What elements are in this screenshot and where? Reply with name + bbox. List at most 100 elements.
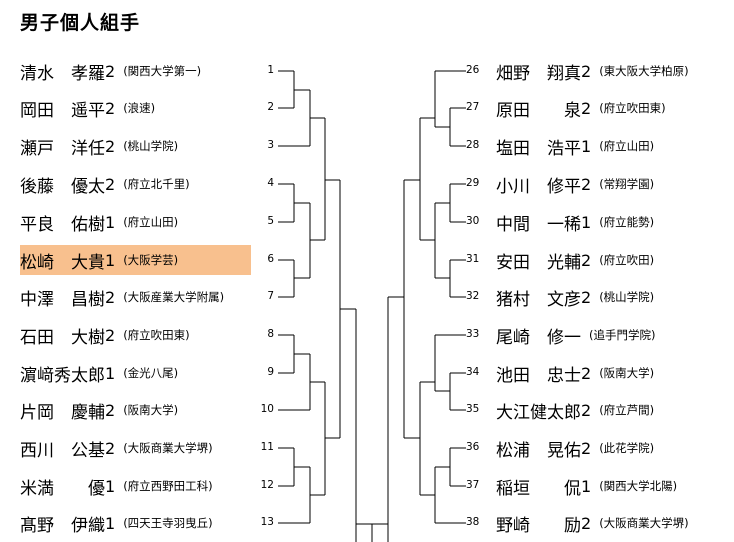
competitor-name: 池田 忠士 (496, 365, 581, 386)
seed-number: 33 (466, 328, 480, 340)
competitor-name: 後藤 優太 (20, 176, 105, 197)
competitor-name: 濵﨑秀太郎 (20, 365, 105, 386)
grade: 2 (581, 287, 592, 307)
competitor-name: 尾崎 修一 (496, 327, 581, 348)
seed-number: 4 (267, 177, 274, 189)
school-name: (府立西野田工科) (123, 479, 213, 493)
competitor-name: 西川 公基 (20, 440, 105, 461)
competitor-name: 松崎 大貴 (20, 252, 105, 273)
right-entry: 尾崎 修一 (追手門学院) (496, 320, 655, 350)
competitor-name: 平良 佑樹 (20, 214, 105, 235)
school-name: (府立吹田東) (599, 101, 666, 115)
grade: 2 (105, 136, 116, 156)
school-name: (桃山学院) (123, 139, 179, 153)
seed-number: 35 (466, 403, 480, 415)
competitor-name: 米満 優 (20, 478, 105, 499)
grade: 1 (581, 212, 592, 232)
seed-number: 37 (466, 479, 480, 491)
competitor-name: 猪村 文彦 (496, 289, 581, 310)
seed-number: 7 (267, 290, 274, 302)
competitor-name: 大江健太郎 (496, 402, 581, 423)
grade: 2 (581, 513, 592, 533)
school-name: (追手門学院) (589, 328, 656, 342)
grade: 1 (105, 513, 116, 533)
competitor-name: 髙野 伊織 (20, 515, 105, 536)
school-name: (大阪商業大学堺) (123, 441, 213, 455)
school-name: (浪速) (123, 101, 156, 115)
school-name: (大阪学芸) (123, 253, 179, 267)
grade: 2 (105, 287, 116, 307)
grade: 2 (581, 250, 592, 270)
school-name: (府立芦間) (599, 403, 655, 417)
grade: 2 (105, 400, 116, 420)
seed-number: 38 (466, 516, 480, 528)
seed-number: 28 (466, 139, 480, 151)
competitor-name: 松浦 晃佑 (496, 440, 581, 461)
competitor-name: 中間 一稀 (496, 214, 581, 235)
seed-number: 3 (267, 139, 274, 151)
seed-number: 10 (260, 403, 274, 415)
seed-number: 26 (466, 64, 480, 76)
competitor-name: 岡田 遥平 (20, 100, 105, 121)
grade: 1 (105, 476, 116, 496)
grade: 2 (105, 438, 116, 458)
seed-number: 5 (267, 215, 274, 227)
school-name: (四天王寺羽曳丘) (123, 516, 213, 530)
seed-number: 1 (267, 64, 274, 76)
competitor-name: 中澤 昌樹 (20, 289, 105, 310)
school-name: (桃山学院) (599, 290, 655, 304)
seed-number: 11 (260, 441, 274, 453)
seed-number: 8 (267, 328, 274, 340)
grade: 1 (581, 476, 592, 496)
school-name: (阪南大学) (599, 366, 655, 380)
grade: 2 (581, 61, 592, 81)
grade: 2 (105, 174, 116, 194)
seed-number: 9 (267, 366, 274, 378)
school-name: (府立吹田) (599, 253, 655, 267)
grade: 2 (105, 98, 116, 118)
competitor-name: 野崎 励 (496, 515, 581, 536)
seed-number: 6 (267, 253, 274, 265)
grade: 2 (581, 438, 592, 458)
school-name: (此花学院) (599, 441, 655, 455)
seed-number: 36 (466, 441, 480, 453)
competitor-name: 石田 大樹 (20, 327, 105, 348)
grade: 1 (105, 250, 116, 270)
competitor-name: 清水 孝羅 (20, 63, 105, 84)
grade: 2 (581, 174, 592, 194)
school-name: (常翔学園) (599, 177, 655, 191)
competitor-name: 塩田 浩平 (496, 138, 581, 159)
grade: 1 (105, 363, 116, 383)
school-name: (関西大学北陽) (599, 479, 678, 493)
competitor-name: 小川 修平 (496, 176, 581, 197)
seed-number: 27 (466, 101, 480, 113)
school-name: (府立能勢) (599, 215, 655, 229)
grade: 2 (105, 325, 116, 345)
school-name: (大阪産業大学附属) (123, 290, 225, 304)
seed-number: 31 (466, 253, 480, 265)
competitor-name: 片岡 慶輔 (20, 402, 105, 423)
competitor-name: 畑野 翔真 (496, 63, 581, 84)
grade: 1 (105, 212, 116, 232)
school-name: (阪南大学) (123, 403, 179, 417)
grade: 2 (581, 98, 592, 118)
grade: 1 (581, 136, 592, 156)
